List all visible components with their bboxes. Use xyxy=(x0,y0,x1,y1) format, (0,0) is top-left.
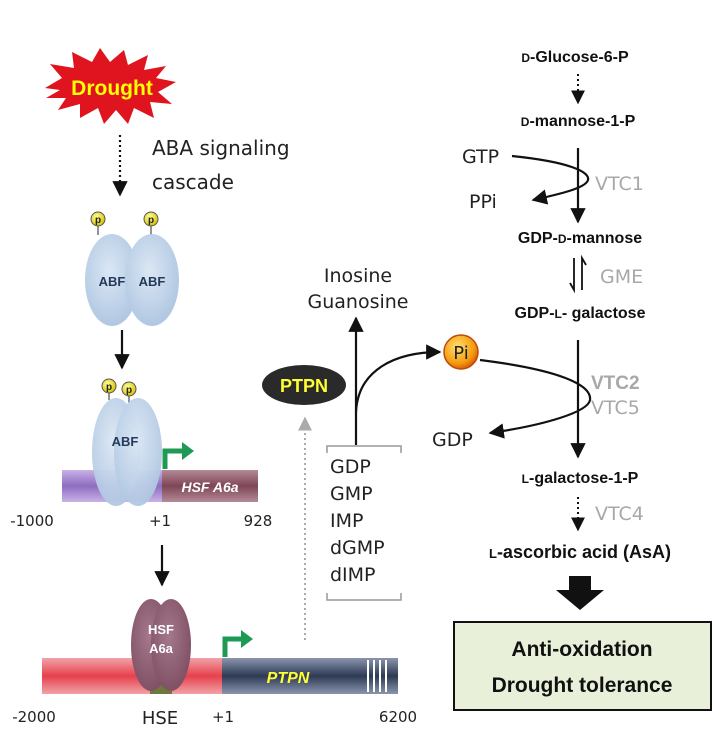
gtp-label: GTP xyxy=(462,146,499,168)
phosphate-icon xyxy=(90,211,106,227)
ptpn-coord-start: -2000 xyxy=(12,708,56,726)
enzyme-vtc1: VTC1 xyxy=(595,173,644,195)
abf-label: ABF xyxy=(99,274,126,289)
ptpn-enzyme xyxy=(262,365,346,405)
outcome-drought-tolerance: Drought tolerance xyxy=(492,674,673,697)
substrate-item: dGMP xyxy=(330,537,385,559)
phosphate-label: p xyxy=(126,385,132,396)
pi-release-arrow xyxy=(354,344,442,413)
hsf-protein-label: A6a xyxy=(149,641,174,656)
ppi-label: PPi xyxy=(469,191,497,213)
pi-icon xyxy=(443,334,479,370)
ptpn-gene: PTPN HSF A6a -2000 HSE +1 6200 xyxy=(12,599,417,729)
hsf-coding-bar xyxy=(162,470,258,502)
tss-arrow-icon xyxy=(162,448,183,469)
phosphate-icon xyxy=(121,381,137,397)
enzyme-vtc2: VTC2 xyxy=(591,373,640,394)
d-glucose-6-p: D-Glucose-6-P xyxy=(521,49,629,66)
substrate-bracket xyxy=(326,593,402,601)
hsf-coord-start: -1000 xyxy=(10,512,54,530)
substrate-item: GMP xyxy=(330,483,373,505)
phosphate-icon xyxy=(143,211,159,227)
hse-label: HSE xyxy=(142,708,178,729)
abf-protein xyxy=(125,234,179,326)
abf-dimer-free: p ABF p ABF xyxy=(85,211,179,326)
hsf-coord-end: 928 xyxy=(244,512,273,530)
enzyme-vtc4: VTC4 xyxy=(595,503,644,525)
outcome-anti-oxidation: Anti-oxidation xyxy=(511,638,652,661)
enzyme-gme: GME xyxy=(600,266,643,288)
equilibrium-arrows-icon xyxy=(569,254,587,294)
block-arrow-icon xyxy=(556,576,604,610)
gtp-to-ppi-arrow xyxy=(511,154,590,205)
tss-arrow-head xyxy=(182,442,194,460)
drought-starburst-shape xyxy=(45,48,176,124)
abf-label: ABF xyxy=(139,274,166,289)
hsf-gene-label: HSF A6a xyxy=(181,479,238,495)
hsf-protein-label: HSF xyxy=(148,622,174,637)
products-guanosine: Guanosine xyxy=(308,291,409,313)
abf-protein xyxy=(85,234,139,326)
hse-element xyxy=(150,684,172,694)
drought-burst: Drought xyxy=(45,48,176,124)
pi-to-gdp-arrow xyxy=(479,358,592,439)
gdp-d-mannose: GDP-D-mannose xyxy=(518,230,642,247)
hsf-coord-tss: +1 xyxy=(149,512,171,530)
outcome-box xyxy=(453,621,712,711)
ptpn-promoter-bar xyxy=(42,658,222,694)
phosphate-label: p xyxy=(106,382,112,393)
ptpn-coord-end: 6200 xyxy=(379,708,417,726)
substrate-bracket xyxy=(326,445,402,453)
aba-signaling-line2: cascade xyxy=(152,170,234,194)
abf-protein-bound xyxy=(114,398,162,506)
substrate-list: GDP GMP IMP dGMP dIMP xyxy=(330,456,385,586)
ptpn-coding-bar xyxy=(222,658,398,694)
middle-panel: PTPN Inosine Guanosine Pi GDP GMP IMP dG… xyxy=(262,265,479,640)
l-galactose-1-p: L-galactose-1-P xyxy=(522,470,639,487)
ptpn-enzyme-label: PTPN xyxy=(280,376,328,396)
hsf-a6a-gene: HSF A6a p p ABF -1000 +1 928 xyxy=(10,378,273,530)
right-panel: D-Glucose-6-P D-mannose-1-P GTP PPi VTC1… xyxy=(432,49,712,711)
ptpn-gene-label: PTPN xyxy=(267,670,310,687)
aba-signaling-line1: ABA signaling xyxy=(152,136,290,160)
phosphate-label: p xyxy=(95,215,101,226)
tss-arrow-icon xyxy=(222,636,242,657)
products-inosine: Inosine xyxy=(324,265,392,287)
hsf-a6a-protein xyxy=(151,599,191,691)
tss-arrow-head xyxy=(241,630,253,648)
gene-end-stripes xyxy=(367,660,387,692)
abf-label: ABF xyxy=(112,434,139,449)
phosphate-icon xyxy=(101,378,117,394)
gdp-label: GDP xyxy=(432,429,473,451)
ptpn-coord-tss: +1 xyxy=(212,708,234,726)
substrate-item: GDP xyxy=(330,456,371,478)
left-panel: Drought ABA signaling cascade p ABF p AB… xyxy=(10,48,417,729)
l-ascorbic-acid: L-ascorbic acid (AsA) xyxy=(489,542,671,562)
substrate-item: IMP xyxy=(330,510,363,532)
pi-label: Pi xyxy=(453,343,468,364)
substrate-item: dIMP xyxy=(330,564,376,586)
phosphate-label: p xyxy=(148,215,154,226)
gdp-l-galactose: GDP-L- galactose xyxy=(515,305,646,322)
d-mannose-1-p: D-mannose-1-P xyxy=(521,113,636,130)
drought-label: Drought xyxy=(71,77,153,100)
enzyme-vtc5: VTC5 xyxy=(591,397,640,419)
